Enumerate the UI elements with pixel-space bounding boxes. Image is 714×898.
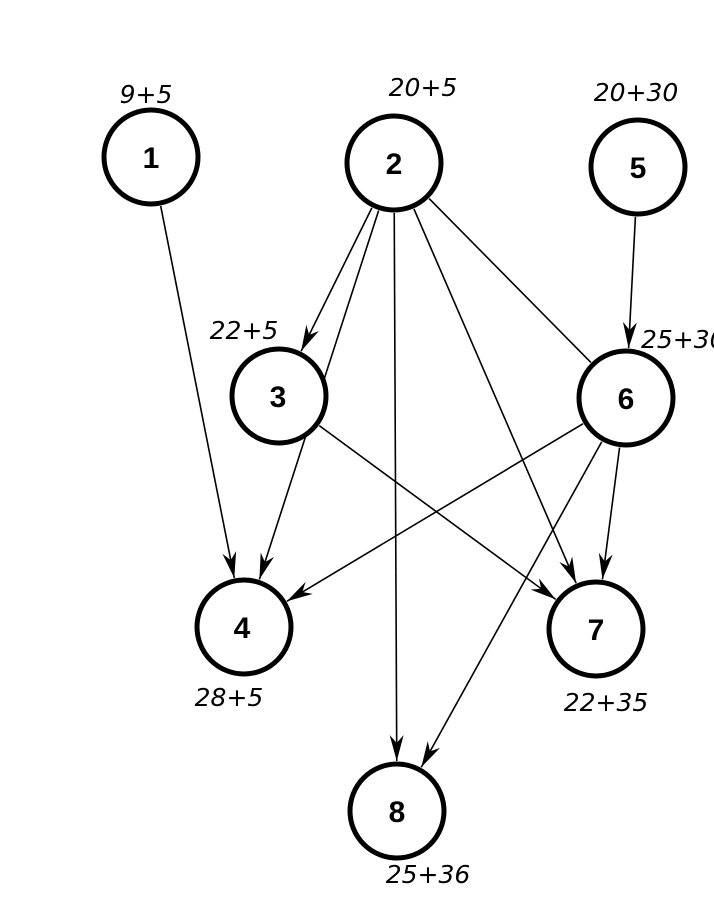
node-2: 2 20+5: [344, 73, 458, 213]
edge-6-8: [420, 441, 603, 768]
arrowhead-1-4: [222, 551, 237, 578]
edge-2-3: [300, 207, 373, 352]
node-2-number: 2: [386, 148, 403, 181]
node-5-number: 5: [630, 152, 647, 185]
node-8: 8 25+36: [347, 761, 471, 889]
node-7-number: 7: [588, 614, 605, 647]
nodes-layer: 1 9+5 2 20+5 5 20+30 3 22+5 6 25+30 4 28…: [101, 73, 714, 889]
edge-3-7: [318, 424, 557, 601]
node-4-label: 28+5: [195, 683, 264, 712]
node-6-label: 25+30: [641, 325, 714, 354]
arrowhead-5-6: [622, 321, 637, 349]
node-5-circle: [588, 117, 688, 217]
node-1: 1 9+5: [101, 80, 201, 207]
node-5-label: 20+30: [594, 78, 679, 107]
edge-6-4: [286, 423, 584, 602]
arrowhead-2-8: [389, 734, 404, 762]
edge-2-6: [428, 198, 592, 363]
edge-2-7: [413, 208, 577, 584]
node-4-circle: [194, 577, 294, 677]
arrowhead-2-4: [259, 552, 275, 580]
node-1-number: 1: [143, 142, 160, 175]
arrowhead-6-4: [286, 581, 313, 602]
node-8-label: 25+36: [386, 860, 471, 889]
edge-6-7: [601, 447, 621, 580]
node-8-number: 8: [389, 796, 406, 829]
node-7: 7 22+35: [546, 579, 649, 717]
arrowhead-2-7: [559, 556, 577, 584]
node-2-label: 20+5: [389, 73, 458, 102]
arrowhead-3-7: [530, 578, 556, 600]
node-3-label: 22+5: [210, 316, 279, 345]
node-4: 4 28+5: [194, 577, 294, 712]
arrowhead-6-8: [421, 741, 440, 768]
node-1-circle: [101, 107, 201, 207]
node-6-number: 6: [618, 383, 635, 416]
node-2-circle: [344, 113, 444, 213]
edge-1-4: [159, 205, 236, 579]
arrowhead-2-3: [301, 324, 319, 352]
node-1-label: 9+5: [120, 80, 173, 109]
node-3: 3 22+5: [210, 316, 329, 446]
node-3-number: 3: [270, 381, 287, 414]
edge-2-8: [393, 212, 398, 762]
arrowhead-6-7: [598, 552, 613, 580]
node-7-circle: [546, 579, 646, 679]
node-4-number: 4: [234, 612, 251, 645]
edge-5-6: [627, 216, 637, 349]
node-7-label: 22+35: [564, 688, 649, 717]
node-8-circle: [347, 761, 447, 861]
node-5: 5 20+30: [588, 78, 688, 217]
node-6: 6 25+30: [576, 325, 714, 448]
edges-layer: [159, 198, 637, 768]
node-3-circle: [229, 346, 329, 446]
node-6-circle: [576, 348, 676, 448]
